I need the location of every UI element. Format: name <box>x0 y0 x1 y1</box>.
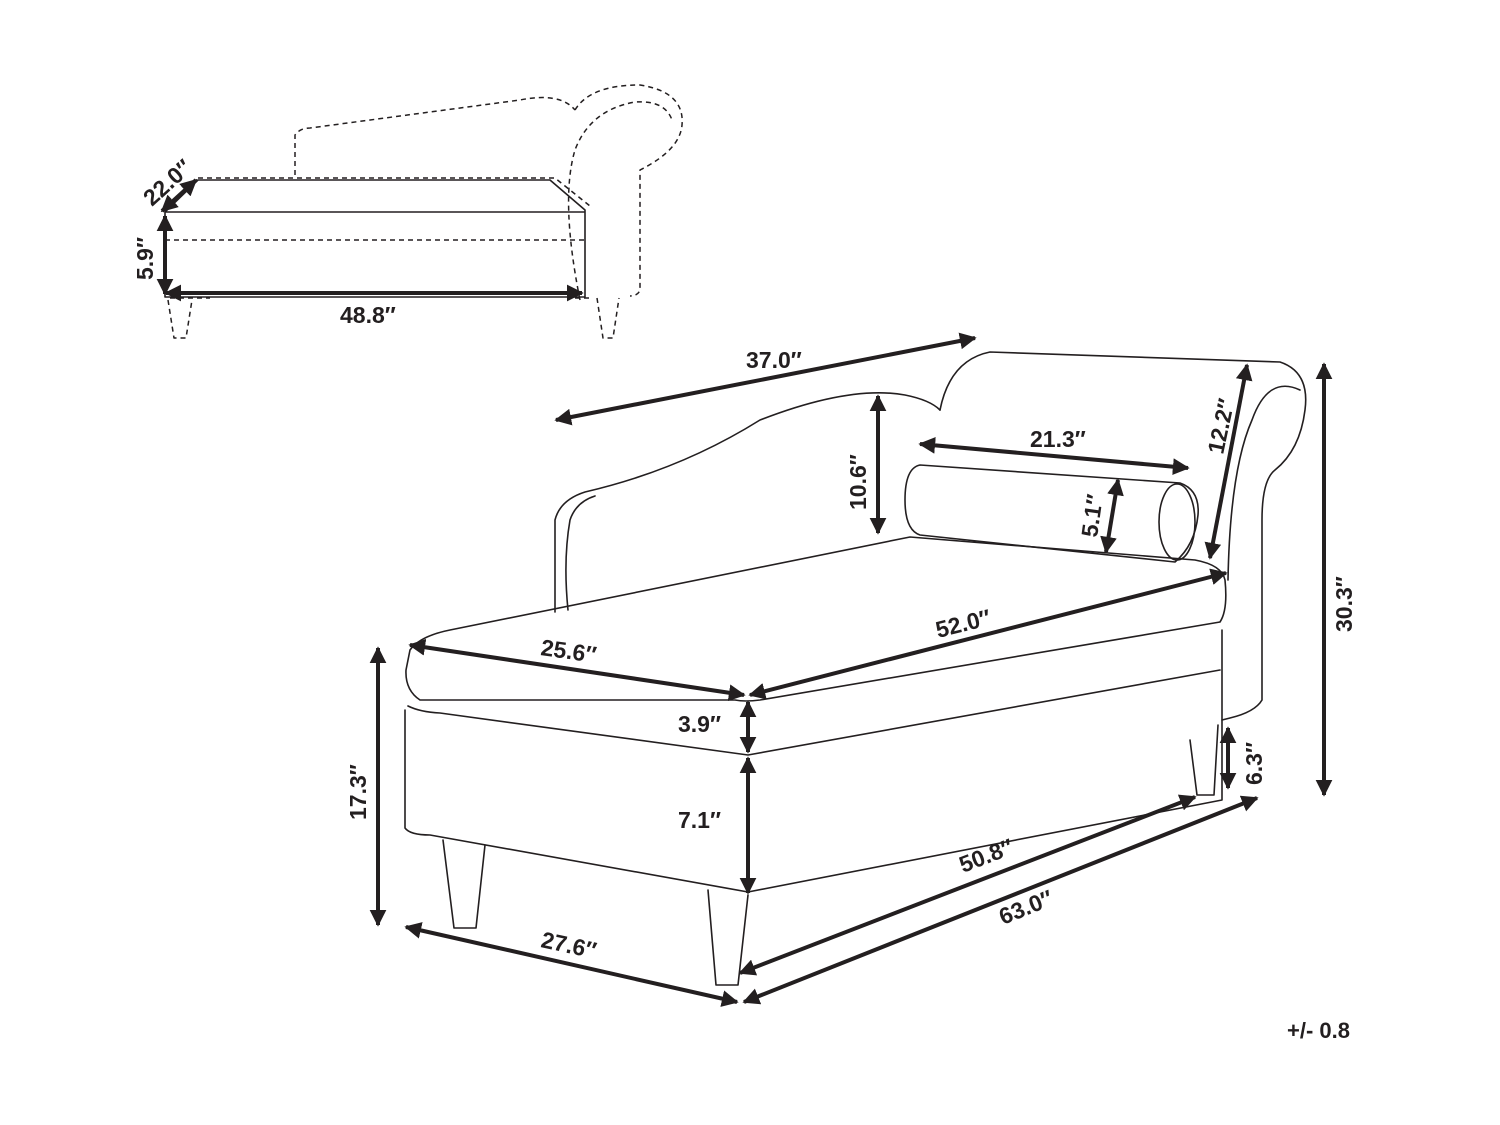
overall-height-label: 30.3″ <box>1331 576 1357 632</box>
storage-view-leg-right <box>596 297 620 339</box>
tolerance-note: +/- 0.8 <box>1287 1018 1350 1043</box>
storage-depth-label: 22.0″ <box>138 154 197 211</box>
base-outline <box>404 629 1223 893</box>
armrest-depth-label: 12.2″ <box>1202 396 1239 456</box>
storage-view-leg-left <box>167 299 193 339</box>
bolster-diameter-arrow <box>1100 478 1124 554</box>
seat-width-arrow <box>408 638 746 702</box>
seat-width-label: 25.6″ <box>539 634 598 668</box>
overall-depth-label: 37.0″ <box>746 347 802 373</box>
base-length-arrow <box>738 794 1197 976</box>
backrest-inner-line <box>565 495 596 611</box>
bolster-outline <box>904 464 1199 563</box>
armrest-outline <box>939 351 1307 721</box>
bolster-diameter-label: 5.1″ <box>1076 492 1108 538</box>
storage-height-label: 5.9″ <box>132 237 158 280</box>
storage-view: 22.0″ 5.9″ 48.8″ <box>132 84 683 339</box>
cushion-height-label: 3.9″ <box>678 711 721 737</box>
seat-length-arrow <box>748 568 1228 700</box>
armrest-depth-arrow <box>1204 363 1253 560</box>
bolster-length-arrow <box>918 436 1190 476</box>
bolster-end <box>1158 483 1196 561</box>
dimension-annotations: 37.0″ 10.6″ 21.3″ 5.1″ 12.2″ 30.3″ 25.6″… <box>345 332 1357 1007</box>
storage-depth-arrow <box>160 178 198 213</box>
seat-cushion-bottom-line <box>407 669 1221 756</box>
overall-length-arrow <box>742 795 1259 1005</box>
base-height-label: 7.1″ <box>678 807 721 833</box>
seat-length-label: 52.0″ <box>933 604 993 643</box>
overall-depth-arrow <box>554 332 977 426</box>
storage-box-outline <box>164 179 586 298</box>
storage-view-seat-top <box>198 177 591 207</box>
backrest-height-label: 10.6″ <box>845 454 871 510</box>
seat-height-label: 17.3″ <box>345 764 371 820</box>
storage-view-arm-curl <box>567 101 673 301</box>
leg-height-label: 6.3″ <box>1241 742 1267 785</box>
leg-back-right <box>1189 724 1219 796</box>
overall-width-arrow <box>404 922 739 1007</box>
backrest-outline <box>554 391 941 613</box>
bolster-length-label: 21.3″ <box>1030 426 1086 452</box>
storage-view-backrest-outline <box>294 96 576 175</box>
leg-front-left <box>442 839 486 929</box>
storage-view-armrest-outline <box>574 84 683 297</box>
storage-length-label: 48.8″ <box>340 302 396 328</box>
